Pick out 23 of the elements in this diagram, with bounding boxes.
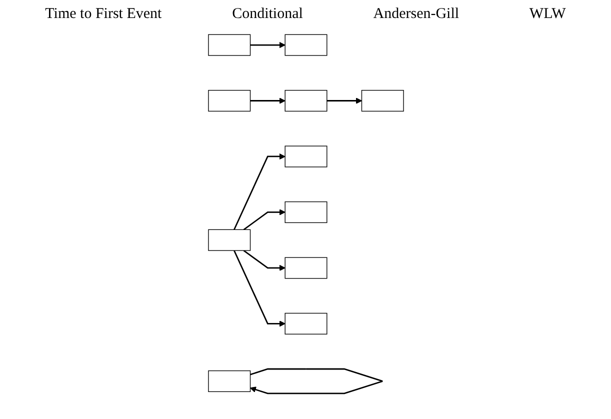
node-box [360,90,404,112]
arrow [233,153,285,230]
panel-heading: Andersen-Gill [373,6,460,23]
arrow [242,209,285,230]
arrow [242,250,285,272]
node-box [208,370,250,392]
arrow [250,42,285,48]
node-box [284,146,327,168]
panel-heading: Conditional [232,6,303,23]
arrow [250,368,382,394]
node-box [208,229,250,251]
node-box [284,201,327,224]
node-box [284,312,327,334]
node-box [208,34,250,56]
node-box [284,34,327,56]
node-box [284,257,327,279]
panel-heading: WLW [529,6,566,23]
arrow [233,250,285,327]
node-box [284,90,327,112]
arrow [250,98,285,104]
node-box [208,90,250,112]
panel-heading: Time to First Event [45,6,162,23]
arrow [326,98,362,104]
